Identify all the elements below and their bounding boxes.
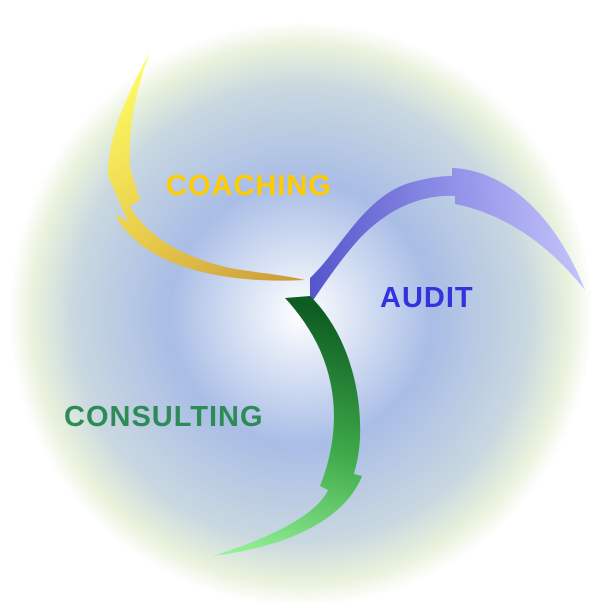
coaching-label: COACHING bbox=[166, 170, 332, 202]
consulting-label: CONSULTING bbox=[64, 401, 264, 433]
consulting-arrow bbox=[212, 296, 362, 556]
audit-arrow bbox=[310, 168, 585, 305]
audit-label: AUDIT bbox=[380, 282, 474, 314]
